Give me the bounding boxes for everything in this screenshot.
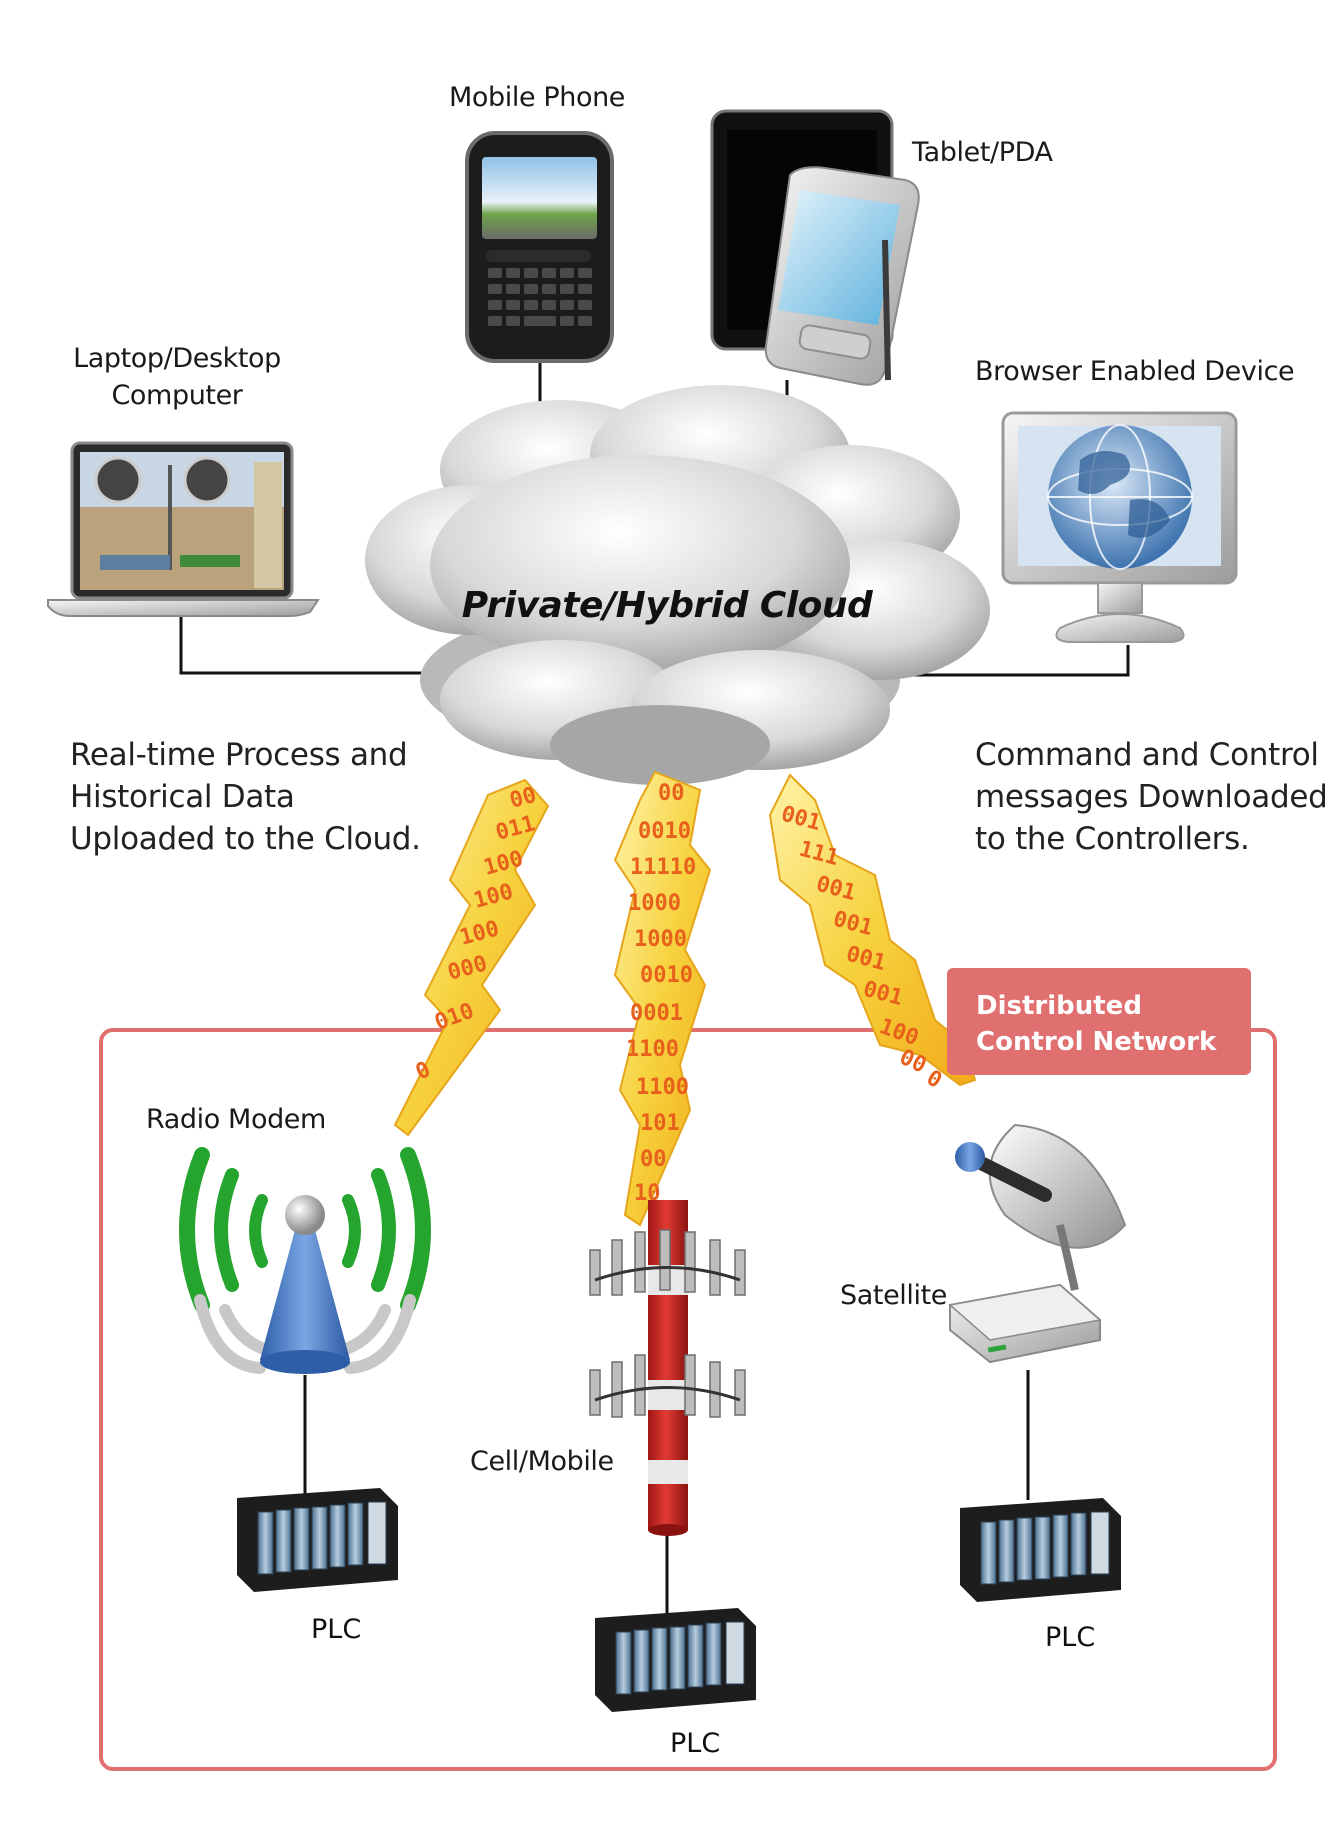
- bolt-center-digit: 0001: [630, 1001, 683, 1026]
- plc-left-icon: [237, 1488, 398, 1592]
- bolt-center-digit: 1000: [634, 927, 687, 952]
- mobile-phone-icon: [465, 131, 614, 363]
- connector-lines: [179, 360, 1130, 1620]
- mobile-phone-label: Mobile Phone: [449, 82, 625, 113]
- laptop-icon: [47, 441, 320, 617]
- bolt-center-digit: 1100: [626, 1037, 679, 1062]
- browser-device-label: Browser Enabled Device: [975, 356, 1295, 387]
- bolt-center-digit: 0010: [640, 963, 693, 988]
- cell-mobile-label: Cell/Mobile: [470, 1446, 614, 1477]
- radio-modem-icon: [179, 1147, 431, 1374]
- command-description: Command and Control messages Downloaded …: [975, 737, 1328, 857]
- satellite-dish-icon: [948, 1123, 1127, 1364]
- radio-modem-label: Radio Modem: [146, 1104, 326, 1135]
- plc-left-label: PLC: [311, 1614, 362, 1645]
- bolt-center-digit: 101: [640, 1111, 680, 1136]
- bolt-center-digit: 11110: [630, 855, 696, 880]
- browser-device-icon: [1001, 411, 1238, 643]
- plc-center-label: PLC: [670, 1728, 721, 1759]
- bolt-center: [613, 770, 712, 1227]
- upload-description: Real-time Process and Historical Data Up…: [70, 737, 421, 857]
- laptop-label: Laptop/Desktop Computer: [73, 343, 281, 411]
- cloud-icon: [365, 385, 990, 785]
- bolt-center-digit: 00: [640, 1147, 667, 1172]
- cell-tower-icon: [589, 1200, 746, 1536]
- bolt-digits: 00 011 100 100 100 000 010 0 00 0010 111…: [412, 781, 946, 1206]
- bolt-left: [393, 778, 550, 1137]
- bolt-center-digit: 1100: [636, 1075, 689, 1100]
- tablet-label: Tablet/PDA: [912, 137, 1053, 168]
- plc-right-icon: [960, 1498, 1121, 1602]
- tablet-pda-icon: [710, 109, 920, 386]
- bolt-right: [768, 773, 977, 1087]
- bolt-center-digit: 00: [658, 781, 685, 806]
- cloud-label: Private/Hybrid Cloud: [461, 585, 873, 626]
- bolt-center-digit: 1000: [628, 891, 681, 916]
- bolt-center-digit: 0010: [638, 819, 691, 844]
- distributed-network-badge: Distributed Control Network: [947, 968, 1251, 1075]
- satellite-label: Satellite: [840, 1280, 947, 1311]
- bolt-right-digit: 0: [922, 1066, 946, 1094]
- plc-right-label: PLC: [1045, 1622, 1096, 1653]
- plc-center-icon: [595, 1608, 756, 1712]
